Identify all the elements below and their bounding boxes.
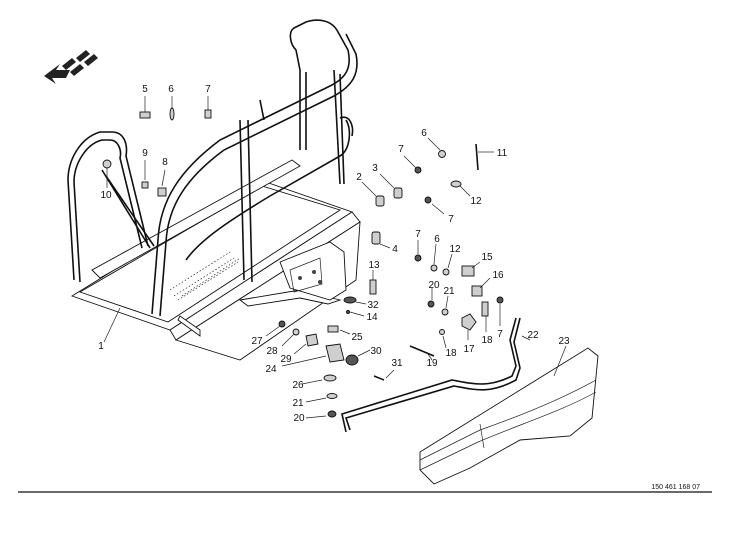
pin-part-14 (346, 310, 365, 317)
bolt-part-5 (139, 96, 151, 119)
washer-part-6b (427, 137, 446, 158)
label-15: 15 (481, 252, 493, 263)
label-11: 11 (497, 148, 508, 159)
label-30: 30 (370, 346, 382, 357)
bolt-part-18 (439, 329, 447, 349)
label-6-c: 6 (434, 234, 440, 245)
label-4: 4 (392, 244, 398, 255)
nut-part-7d (414, 240, 422, 262)
label-27: 27 (251, 336, 263, 347)
platform-frame (70, 159, 361, 361)
washer-part-12 (450, 180, 471, 197)
direction-arrow-icon (44, 50, 98, 84)
label-29: 29 (280, 354, 292, 365)
label-23: 23 (558, 336, 570, 347)
label-18: 18 (445, 348, 457, 359)
support-rod-part-22 (341, 317, 531, 433)
washer-part-21 (441, 295, 449, 316)
label-14: 14 (366, 312, 378, 323)
label-28: 28 (266, 346, 278, 357)
label-7-b: 7 (398, 144, 404, 155)
part-labels: 1 2 3 4 5 6 7 8 9 10 11 12 13 14 15 16 1… (98, 84, 570, 424)
washer-part-7e (496, 296, 504, 326)
label-17: 17 (463, 344, 475, 355)
label-19: 19 (426, 358, 438, 369)
bracket-part-24 (281, 343, 345, 367)
washer-part-26 (301, 374, 337, 385)
label-13: 13 (368, 260, 380, 271)
label-24: 24 (265, 364, 277, 375)
label-16: 16 (492, 270, 504, 281)
washer-part-32 (343, 296, 367, 305)
label-26: 26 (292, 380, 304, 391)
label-25: 25 (351, 332, 363, 343)
bolt-part-19 (409, 345, 435, 361)
label-20-b: 20 (293, 413, 305, 424)
label-32: 32 (367, 300, 379, 311)
label-18-b: 18 (481, 335, 493, 346)
main-handrail (151, 19, 358, 317)
label-21-b: 21 (292, 398, 304, 409)
label-31: 31 (391, 358, 403, 369)
label-2: 2 (356, 172, 362, 183)
document-code: 150 461 168 07 (651, 484, 700, 491)
washer-part-28 (281, 328, 300, 347)
label-12-b: 12 (449, 244, 461, 255)
washer-part-21b (305, 393, 338, 403)
label-3: 3 (372, 163, 378, 174)
label-8: 8 (162, 157, 168, 168)
label-7-c: 7 (448, 214, 454, 225)
label-5: 5 (142, 84, 148, 95)
sleeve-part-3 (379, 173, 403, 199)
clamp-part-15 (461, 261, 481, 277)
nut-part-7 (204, 96, 212, 119)
nut-part-20b (305, 410, 337, 419)
sleeve-part-4 (371, 231, 391, 249)
bolt-part-13 (369, 270, 377, 295)
sleeve-part-2 (361, 181, 385, 207)
nut-part-7c (424, 196, 445, 215)
washer-part-6c (430, 243, 438, 272)
label-6: 6 (168, 84, 174, 95)
nut-part-20 (427, 288, 435, 308)
nut-part-9 (141, 160, 149, 189)
grommet-part-30 (345, 349, 371, 366)
mudguard-part-23 (419, 345, 599, 485)
bolt-part-25 (327, 325, 351, 335)
bolt-part-18b (481, 301, 489, 332)
nut-part-7b (403, 155, 422, 174)
label-6-b: 6 (421, 128, 427, 139)
label-21: 21 (443, 286, 455, 297)
washer-part-12b (442, 253, 453, 276)
clamp-part-16 (471, 277, 491, 297)
bracket-part-17 (461, 313, 477, 340)
label-22: 22 (527, 330, 539, 341)
label-9: 9 (142, 148, 148, 159)
label-12: 12 (470, 196, 482, 207)
washer-part-10 (102, 159, 112, 188)
label-7: 7 (205, 84, 211, 95)
bolt-part-31 (373, 369, 395, 381)
label-10: 10 (100, 190, 112, 201)
label-20: 20 (428, 280, 440, 291)
nut-part-27 (265, 320, 286, 337)
label-7-d: 7 (415, 229, 421, 240)
label-1: 1 (98, 341, 104, 352)
washer-part-6 (169, 96, 175, 121)
nut-part-29 (293, 333, 319, 355)
label-7-e: 7 (497, 329, 503, 340)
rod-part-11 (475, 143, 494, 171)
left-handrail (67, 131, 155, 283)
bolt-part-8 (157, 169, 167, 197)
